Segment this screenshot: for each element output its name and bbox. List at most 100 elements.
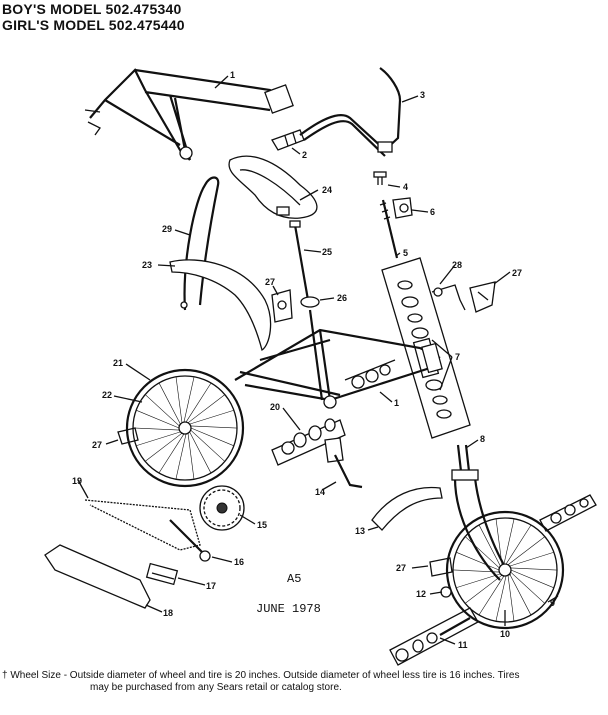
- wheel-spoke: [175, 376, 183, 423]
- callout-1-frame: 1: [394, 398, 399, 408]
- footnote-line-2: may be purchased from any Sears retail o…: [90, 682, 342, 693]
- callout-27-seat: 27: [265, 277, 275, 287]
- page-code: A5: [287, 572, 301, 586]
- stem-clamp: [271, 129, 305, 151]
- wheel-spoke: [187, 433, 195, 480]
- callout-21: 21: [113, 358, 123, 368]
- front-reflector-bracket: [431, 284, 466, 311]
- front-fender: [371, 486, 443, 531]
- wheel-spoke: [132, 427, 180, 431]
- wheel-spoke: [464, 536, 500, 569]
- wheel-spoke: [456, 551, 500, 571]
- callout-22: 22: [102, 390, 112, 400]
- wheel-spoke: [158, 433, 185, 474]
- wheel-spoke: [510, 567, 558, 571]
- callout-10: 10: [500, 629, 510, 639]
- callout-28: 28: [452, 260, 462, 270]
- front-axle-set: [389, 494, 597, 666]
- callout-7: 7: [455, 352, 460, 362]
- callout-14: 14: [315, 487, 325, 497]
- callout-16: 16: [234, 557, 244, 567]
- wheel-spoke: [183, 376, 195, 423]
- footnote: † Wheel Size - Outside diameter of wheel…: [2, 670, 606, 694]
- callout-18: 18: [163, 608, 173, 618]
- stem-bolt: [373, 171, 399, 259]
- wheel-spoke: [187, 394, 226, 424]
- reflector-bracket: [392, 197, 413, 219]
- wheel-spoke: [495, 575, 507, 622]
- crank: [169, 519, 211, 562]
- seat-post: [289, 220, 310, 301]
- footnote-line-1: † Wheel Size - Outside diameter of wheel…: [2, 670, 520, 681]
- wheel-spoke: [507, 536, 546, 566]
- callout-26: 26: [337, 293, 347, 303]
- callout-11: 11: [458, 640, 468, 650]
- wheel-spoke: [503, 518, 515, 565]
- boys-model-title: BOY'S MODEL 502.475340: [2, 1, 182, 17]
- wheel-spoke: [136, 431, 181, 447]
- wheel-spoke: [452, 569, 500, 573]
- wheel-spoke: [509, 551, 554, 567]
- diagram-date: JUNE 1978: [256, 602, 321, 616]
- wheel-spoke: [509, 573, 532, 616]
- sprocket: [199, 485, 245, 531]
- callout-27-rear-wheel: 27: [92, 440, 102, 450]
- callout-5: 5: [403, 248, 408, 258]
- callout-9: 9: [550, 598, 555, 608]
- callout-3: 3: [420, 90, 425, 100]
- callout-27-front: 27: [512, 268, 522, 278]
- wheel-spoke: [185, 382, 212, 423]
- wheel-spoke: [190, 427, 234, 447]
- bottom-bracket-set: [271, 359, 396, 466]
- wheel-spoke: [464, 574, 503, 604]
- wheel-spoke: [510, 571, 546, 604]
- wheel-spoke: [158, 382, 181, 425]
- axle-nut: [440, 586, 452, 598]
- callout-29: 29: [162, 224, 172, 234]
- wheel-spoke: [190, 429, 226, 462]
- callout-23: 23: [142, 260, 152, 270]
- handlebar: [299, 67, 402, 157]
- callout-1: 1: [230, 70, 235, 80]
- pedal: [145, 562, 179, 586]
- seat: [228, 155, 318, 219]
- callout-8: 8: [480, 434, 485, 444]
- callout-2: 2: [302, 150, 307, 160]
- wheel-spoke: [510, 569, 554, 589]
- callout-4: 4: [403, 182, 408, 192]
- wheel-spoke: [478, 575, 505, 616]
- wheel-spoke: [175, 433, 187, 480]
- wheel-spoke: [507, 575, 515, 622]
- girls-model-title: GIRL'S MODEL 502.475440: [2, 17, 185, 33]
- callout-12: 12: [416, 589, 426, 599]
- callout-25: 25: [322, 247, 332, 257]
- wheel-spoke: [136, 409, 180, 429]
- frame-top: [84, 68, 294, 161]
- wheel-spoke: [495, 518, 503, 565]
- rear-fender: [169, 259, 272, 352]
- callout-20: 20: [270, 402, 280, 412]
- frame-main: [234, 309, 443, 409]
- callout-27-front-wheel: 27: [396, 563, 406, 573]
- callout-13: 13: [355, 526, 365, 536]
- callout-24: 24: [322, 185, 332, 195]
- callout-19: 19: [72, 476, 82, 486]
- callout-17: 17: [206, 581, 216, 591]
- wheel-spoke: [144, 432, 183, 462]
- wheel-spoke: [189, 409, 234, 425]
- seat-post-clamp: [300, 296, 320, 308]
- chain-guard: [44, 544, 151, 609]
- wheel-spoke: [478, 524, 501, 567]
- callout-15: 15: [257, 520, 267, 530]
- leader-lines: [77, 75, 559, 645]
- wheel-spoke: [189, 431, 212, 474]
- callout-6: 6: [430, 207, 435, 217]
- rear-wheel: [125, 368, 245, 488]
- reflector-rear-seat: [271, 289, 293, 323]
- chain: [84, 499, 201, 551]
- wheel-spoke: [144, 394, 180, 427]
- wheel-spoke: [456, 573, 501, 589]
- wheel-spoke: [190, 425, 238, 429]
- sissy-bar: [180, 176, 220, 311]
